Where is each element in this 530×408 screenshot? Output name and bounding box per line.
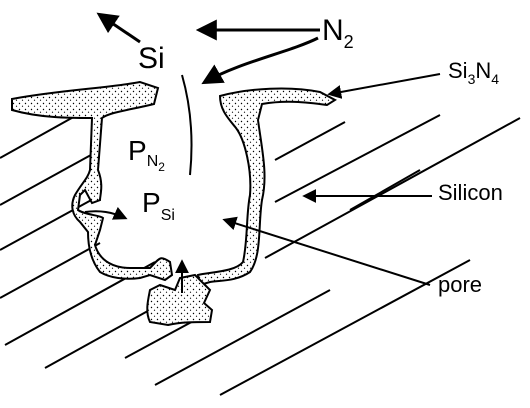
si3n4-coating (12, 82, 335, 325)
psi-label: PSi (142, 187, 175, 224)
si-label: Si (138, 42, 165, 75)
n2-label: N2 (322, 14, 354, 52)
pore-label: pore (438, 272, 482, 297)
si3n4-pointer (330, 74, 440, 94)
si-curve (182, 75, 191, 175)
silicon-label: Silicon (438, 180, 503, 205)
si-escape-arrow (100, 15, 140, 42)
n2-to-pore-arrow (205, 38, 318, 82)
pn2-label: PN2 (128, 135, 165, 174)
si3n4-label: Si3N4 (448, 58, 499, 87)
